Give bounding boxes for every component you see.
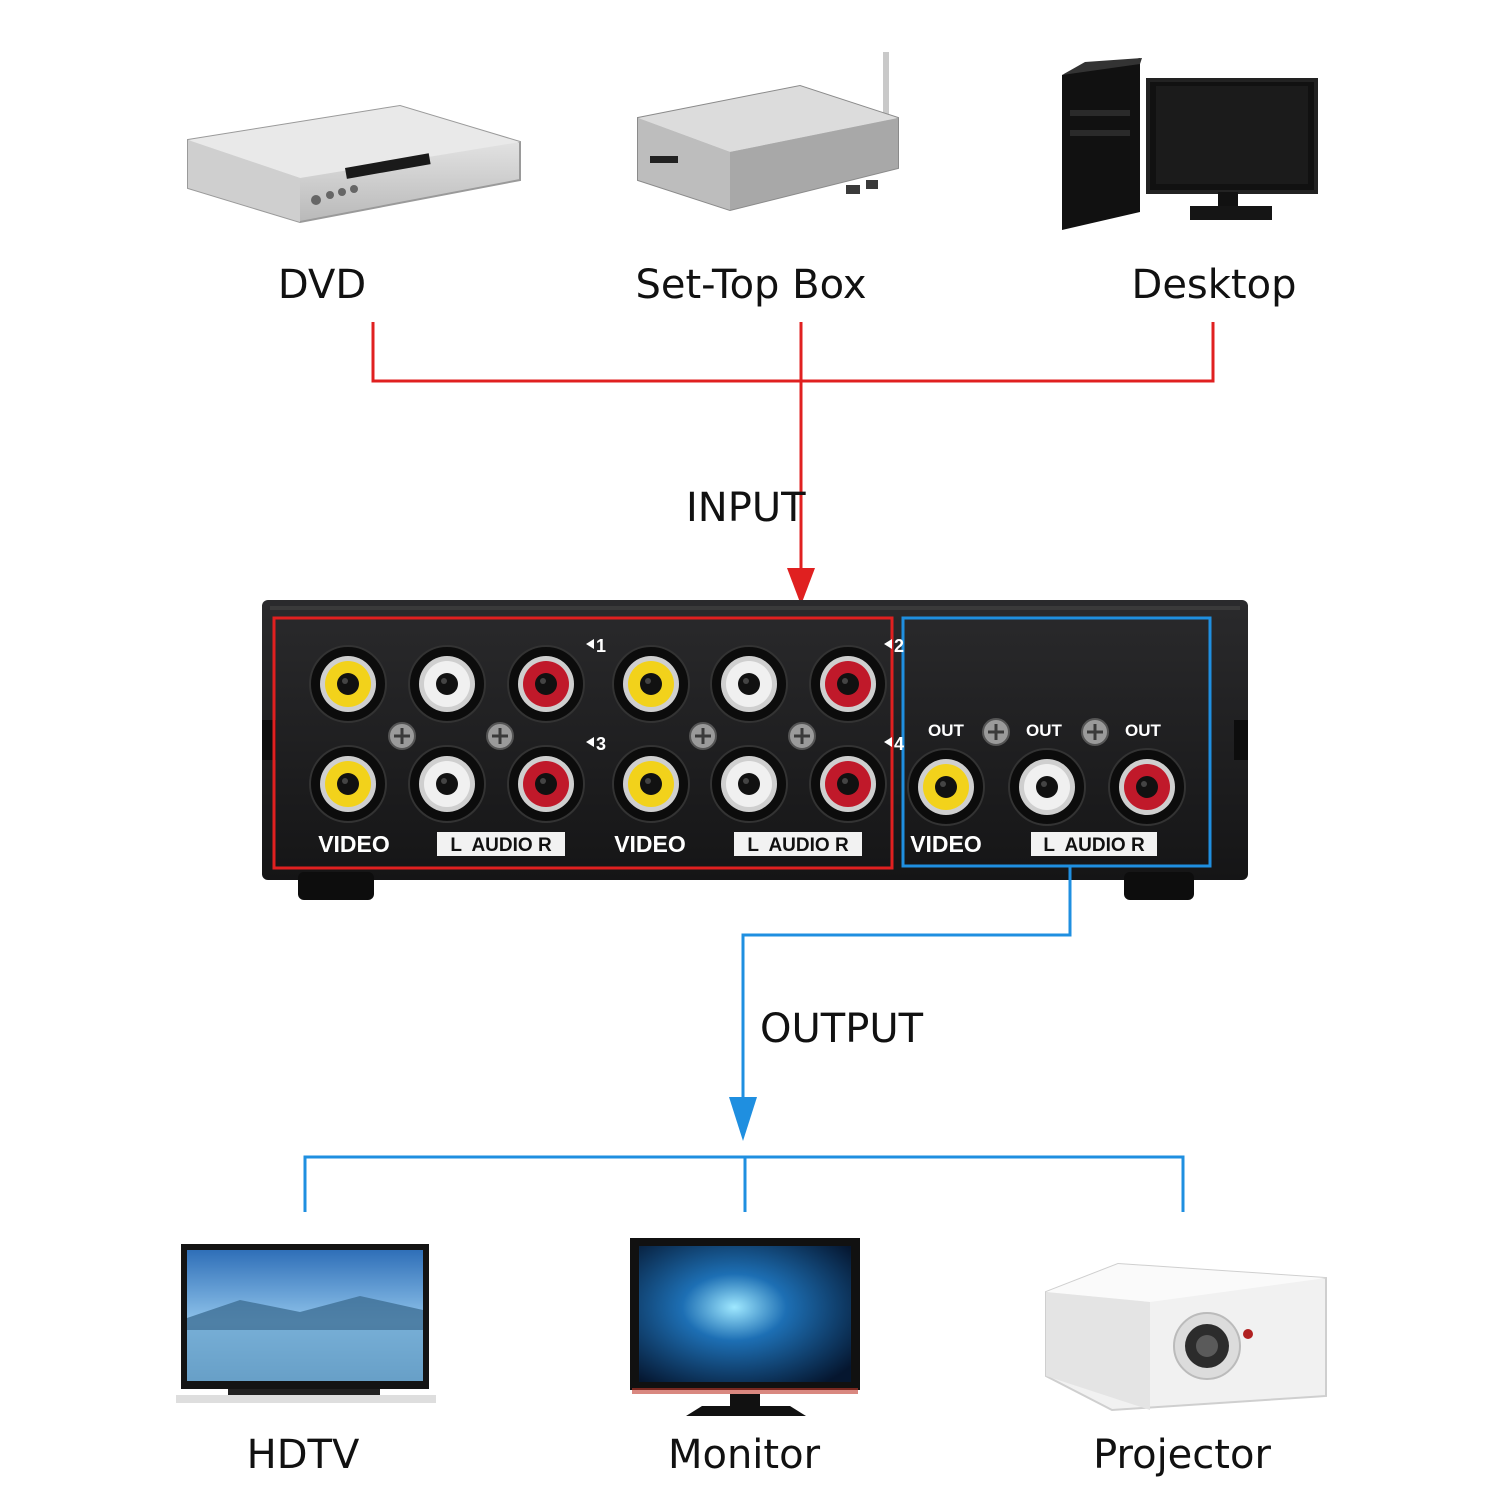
input-flow-label: INPUT — [686, 485, 806, 531]
video-label-input-b: VIDEO — [614, 831, 686, 857]
rca-jack-input-1-1[interactable] — [309, 645, 387, 723]
rca-jack-input-2-6[interactable] — [809, 745, 887, 823]
device-label-dvd: DVD — [277, 262, 367, 308]
port-number-3: 3 — [596, 734, 606, 754]
rca-jack-input-1-5[interactable] — [710, 645, 788, 723]
panel-screw — [982, 718, 1010, 746]
panel-screw — [486, 722, 514, 750]
video-label-output: VIDEO — [910, 831, 982, 857]
rca-jack-input-2-5[interactable] — [710, 745, 788, 823]
port-number-2: 2 — [894, 636, 904, 656]
device-label-projector: Projector — [1093, 1432, 1271, 1478]
port-number-4: 4 — [894, 734, 904, 754]
audio-label-box-input-a — [437, 832, 565, 856]
audio-label-input-b: L AUDIO R — [747, 835, 849, 856]
rca-jack-input-1-2[interactable] — [408, 645, 486, 723]
out-label-audio-right: OUT — [1125, 721, 1162, 740]
device-label-desktop: Desktop — [1131, 262, 1297, 308]
dvd-player-icon — [187, 104, 521, 224]
output-connector — [303, 866, 1185, 1212]
audio-label-box-input-b — [734, 832, 862, 856]
audio-label-output: L AUDIO R — [1043, 835, 1145, 856]
out-label-audio-left: OUT — [1026, 721, 1063, 740]
desktop-computer-icon — [1062, 58, 1318, 230]
projector-icon — [1045, 1262, 1327, 1412]
rca-jacks — [309, 645, 1186, 826]
panel-screws — [388, 718, 1109, 750]
rca-jack-input-2-3[interactable] — [507, 745, 585, 823]
audio-label-input-a: L AUDIO R — [450, 835, 552, 856]
rca-jack-output-1[interactable] — [907, 748, 985, 826]
rca-jack-input-2-4[interactable] — [612, 745, 690, 823]
panel-screw — [388, 722, 416, 750]
rca-jack-output-3[interactable] — [1108, 748, 1186, 826]
rca-jack-input-1-4[interactable] — [612, 645, 690, 723]
output-flow-label: OUTPUT — [760, 1006, 924, 1052]
out-label-video: OUT — [928, 721, 965, 740]
rca-jack-input-1-6[interactable] — [809, 645, 887, 723]
rca-jack-input-1-3[interactable] — [507, 645, 585, 723]
rca-jack-input-2-1[interactable] — [309, 745, 387, 823]
output-ports-highlight — [901, 616, 1212, 868]
panel-screw — [1081, 718, 1109, 746]
video-label-input-a: VIDEO — [318, 831, 390, 857]
port-numbers: 1 2 3 4 — [586, 636, 904, 754]
device-label-hdtv: HDTV — [246, 1432, 360, 1478]
device-label-set-top-box: Set-Top Box — [635, 262, 867, 308]
panel-screw — [788, 722, 816, 750]
input-arrow — [787, 568, 815, 605]
hdtv-icon — [176, 1244, 436, 1403]
audio-label-box-output — [1031, 832, 1157, 856]
output-arrow — [729, 1097, 757, 1141]
port-number-1: 1 — [596, 636, 606, 656]
monitor-icon — [630, 1238, 860, 1416]
input-connector — [371, 322, 1215, 574]
panel-screw — [689, 722, 717, 750]
rca-jack-output-2[interactable] — [1008, 748, 1086, 826]
set-top-box-icon — [637, 52, 899, 212]
rca-jack-input-2-2[interactable] — [408, 745, 486, 823]
device-label-monitor: Monitor — [667, 1432, 821, 1478]
